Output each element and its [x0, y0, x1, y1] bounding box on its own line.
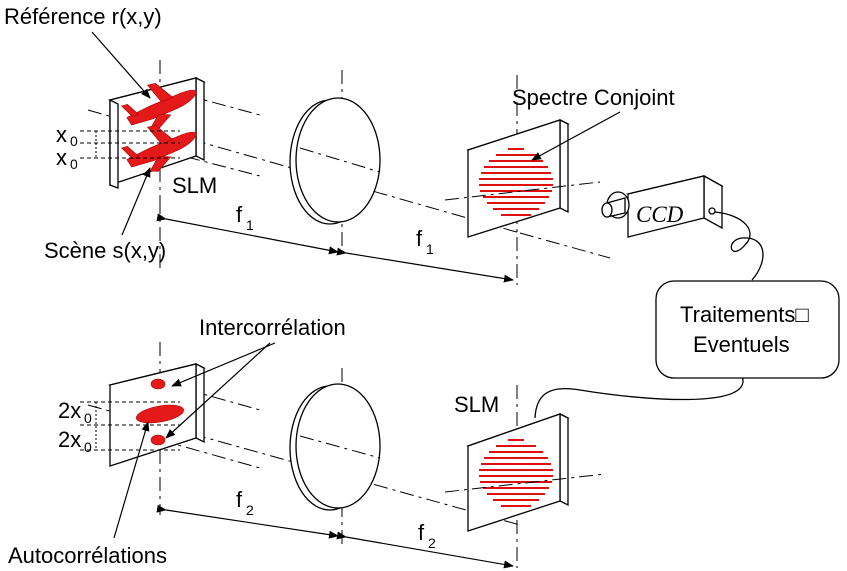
processing-frame	[655, 280, 840, 379]
top-distance-arrow-2	[336, 247, 514, 283]
bottom-lens	[289, 383, 381, 511]
bottom-lower-axis	[159, 439, 261, 469]
slm-cable	[534, 375, 744, 419]
top-lens	[289, 97, 381, 225]
autocorrelation-peak	[136, 404, 184, 424]
top-distance-arrow-1	[156, 213, 339, 255]
processing-box: Traitements□ Eventuels	[655, 280, 840, 379]
top-slm-label: SLM	[172, 173, 217, 198]
autocorrelation-label: Autocorrélations	[8, 543, 167, 568]
spectrum-pointer	[531, 111, 621, 161]
intercorrelation-peak-upper	[150, 378, 166, 390]
top-scene-axis	[159, 149, 261, 177]
top-system: Référence r(x,y) Scène s(x,y) SLM Spectr…	[4, 4, 675, 285]
processing-line1: Traitements□	[680, 302, 809, 327]
bottom-distance-arrow-1	[156, 504, 339, 539]
intercorrelation-pointer-lower	[165, 342, 271, 439]
autocorrelation-pointer	[113, 421, 150, 539]
bottom-lens-axis	[299, 435, 381, 459]
bottom-upper-axis	[159, 381, 261, 411]
ccd-body	[627, 175, 705, 238]
top-fourier-plane	[466, 118, 570, 238]
scene-pointer	[121, 167, 151, 236]
top-reference-axis	[159, 87, 261, 116]
intercorrelation-pointer-upper	[171, 342, 276, 387]
bottom-slm-label: SLM	[454, 392, 499, 417]
scene-label: Scène s(x,y)	[44, 238, 166, 263]
intercorrelation-peak-lower	[150, 434, 166, 446]
intercorrelation-label: Intercorrélation	[199, 315, 346, 340]
reference-label: Référence r(x,y)	[4, 4, 162, 29]
ccd-cable	[714, 211, 764, 281]
bottom-system: Intercorrélation Autocorrélations SLM 2x…	[8, 315, 606, 569]
bottom-slm-panel	[467, 413, 561, 532]
top-input-slm	[108, 76, 206, 189]
ccd-label: CCD	[636, 202, 684, 227]
correlation-plane	[108, 362, 206, 467]
ccd-camera: CCD	[601, 174, 724, 238]
spectrum-label: Spectre Conjoint	[512, 85, 675, 110]
bottom-distance-arrow-2	[336, 531, 514, 569]
processing-line2: Eventuels	[693, 332, 790, 357]
top-lens-body	[295, 97, 381, 223]
reference-pointer	[91, 31, 151, 99]
top-axis-to-ccd	[519, 232, 611, 259]
top-lens-axis	[299, 147, 381, 173]
bottom-slm	[466, 412, 570, 532]
